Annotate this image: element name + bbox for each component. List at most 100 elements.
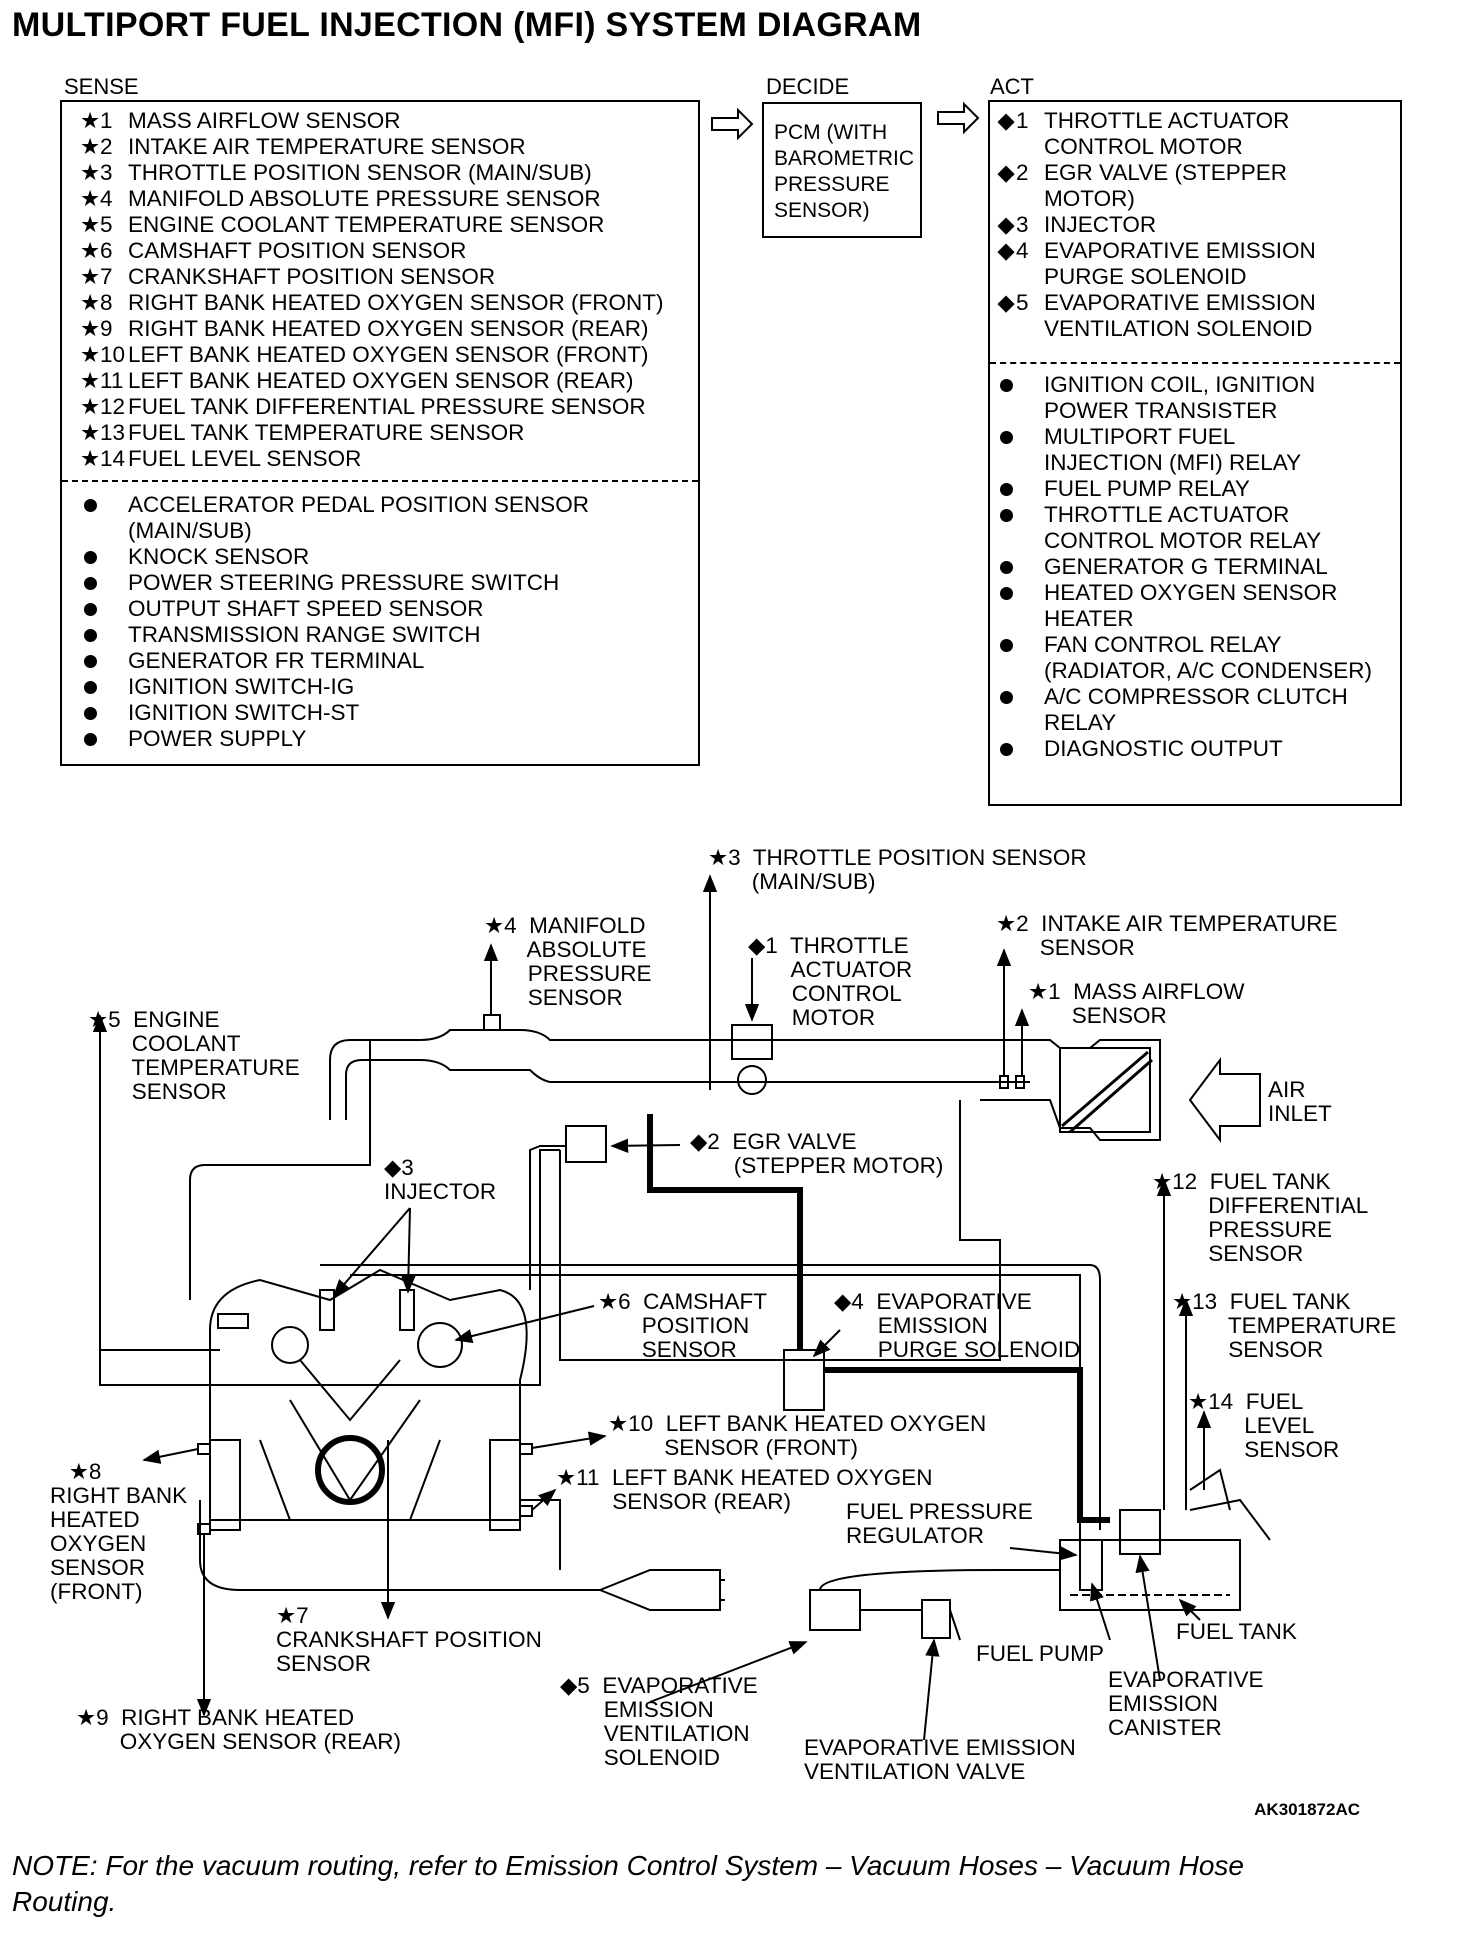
throttle-motor-body <box>731 1024 773 1060</box>
diamond-icon: ◆ <box>997 290 1015 315</box>
star-icon: ★ <box>80 186 101 211</box>
sense-item-label: MANIFOLD ABSOLUTE PRESSURE SENSOR <box>128 186 601 211</box>
star-icon: ★ <box>80 264 101 289</box>
label-rbf: ★8 RIGHT BANK HEATED OXYGEN SENSOR (FRON… <box>50 1459 188 1604</box>
sense-input-item: (MAIN/SUB) <box>80 518 252 544</box>
pointer-purge <box>812 1329 841 1358</box>
arrow-rbf <box>142 1448 199 1464</box>
act-item-label: CONTROL MOTOR <box>1044 134 1243 159</box>
bullet-icon <box>80 622 100 648</box>
act-output-item: HEATED OXYGEN SENSOR <box>996 580 1337 606</box>
label-tps: ★3 THROTTLE POSITION SENSOR (MAIN/SUB) <box>708 845 1087 894</box>
bullet-icon <box>996 476 1016 502</box>
sense-input-item: OUTPUT SHAFT SPEED SENSOR <box>80 596 484 622</box>
pointer-fuel-pump <box>1090 1582 1111 1641</box>
o2-lb-rear-body <box>519 1505 533 1517</box>
act-output-label: FUEL PUMP RELAY <box>1044 476 1250 501</box>
label-ftdp: ★12 FUEL TANK DIFFERENTIAL PRESSURE SENS… <box>1152 1169 1369 1266</box>
air-inlet-arrow <box>1188 1057 1261 1143</box>
sense-item-number: 14 <box>100 446 126 471</box>
act-output-label: INJECTION (MFI) RELAY <box>1044 450 1302 475</box>
sense-input-item: GENERATOR FR TERMINAL <box>80 648 424 674</box>
sense-item-number: 7 <box>100 264 113 289</box>
evap-line <box>559 1100 1001 1361</box>
star-icon: ★ <box>80 290 101 315</box>
label-canister: EVAPORATIVE EMISSION CANISTER <box>1108 1667 1264 1740</box>
sense-input-label: OUTPUT SHAFT SPEED SENSOR <box>128 596 484 621</box>
bullet-icon <box>996 554 1016 580</box>
bullet-icon <box>996 684 1016 710</box>
vent-line <box>819 1569 1060 1641</box>
vent-solenoid-body <box>809 1589 861 1631</box>
label-ect: ★5 ENGINE COOLANT TEMPERATURE SENSOR <box>88 1007 300 1104</box>
label-lbf: ★10 LEFT BANK HEATED OXYGEN SENSOR (FRON… <box>608 1411 987 1460</box>
sense-item-number: 13 <box>100 420 126 445</box>
sense-item-label: LEFT BANK HEATED OXYGEN SENSOR (FRONT) <box>128 342 649 367</box>
label-fuel-tank: FUEL TANK <box>1176 1619 1297 1644</box>
act-output-item: GENERATOR G TERMINAL <box>996 554 1328 580</box>
act-item-label: VENTILATION SOLENOID <box>1044 316 1313 341</box>
label-fuel-pump: FUEL PUMP <box>976 1641 1104 1666</box>
purge-solenoid-body <box>783 1349 825 1411</box>
act-divider <box>990 362 1400 364</box>
act-item-label: EVAPORATIVE EMISSION <box>1044 238 1316 263</box>
act-output-item: POWER TRANSISTER <box>996 398 1277 424</box>
act-output-item: THROTTLE ACTUATOR <box>996 502 1289 528</box>
act-output-label: A/C COMPRESSOR CLUTCH <box>1044 684 1348 709</box>
pointer-vent-sol <box>649 1641 808 1703</box>
act-item-label: INJECTOR <box>1044 212 1157 237</box>
injector-right <box>319 1289 335 1331</box>
star-icon: ★ <box>80 316 101 341</box>
arrow-lbr <box>531 1488 557 1511</box>
act-output-label: HEATER <box>1044 606 1134 631</box>
act-output-label: THROTTLE ACTUATOR <box>1044 502 1290 527</box>
act-output-item: A/C COMPRESSOR CLUTCH <box>996 684 1348 710</box>
bullet-icon <box>996 632 1016 658</box>
sense-heading: SENSE <box>64 74 139 99</box>
label-fls: ★14 FUEL LEVEL SENSOR <box>1188 1389 1340 1462</box>
bullet-icon <box>80 596 100 622</box>
act-output-item: IGNITION COIL, IGNITION <box>996 372 1315 398</box>
evap-canister-body <box>1119 1509 1161 1555</box>
sense-input-label: TRANSMISSION RANGE SWITCH <box>128 622 481 647</box>
star-icon: ★ <box>80 342 101 367</box>
act-output-label: MULTIPORT FUEL <box>1044 424 1236 449</box>
camshaft-sprocket <box>417 1322 463 1368</box>
pointer-egr <box>610 1138 681 1153</box>
right-camshaft-sprocket <box>271 1326 309 1364</box>
pointer-cmp <box>454 1305 595 1344</box>
arrow-ect <box>92 1014 220 1351</box>
pointer-vent-valve <box>923 1638 940 1741</box>
sense-item-number: 5 <box>100 212 113 237</box>
star-icon: ★ <box>80 108 101 133</box>
star-icon: ★ <box>80 446 101 471</box>
figure-code: AK301872AC <box>1254 1800 1360 1819</box>
diamond-icon: ◆ <box>997 108 1015 133</box>
fuel-tank-body <box>1059 1539 1241 1611</box>
fuel-level-float <box>1189 1468 1271 1541</box>
air-filter-element <box>1061 1050 1153 1134</box>
fuel-supply-line <box>320 1264 1101 1530</box>
label-injector: ◆3 INJECTOR <box>384 1155 497 1204</box>
label-rbr: ★9 RIGHT BANK HEATED OXYGEN SENSOR (REAR… <box>76 1705 402 1754</box>
intake-duct-top <box>329 1029 1161 1141</box>
sense-item-label: ENGINE COOLANT TEMPERATURE SENSOR <box>128 212 605 237</box>
sense-input-label: IGNITION SWITCH-ST <box>128 700 360 725</box>
label-map: ★4 MANIFOLD ABSOLUTE PRESSURE SENSOR <box>484 913 652 1010</box>
sense-item-number: 12 <box>100 394 126 419</box>
act-output-label: (RADIATOR, A/C CONDENSER) <box>1044 658 1372 683</box>
sense-item-number: 1 <box>100 108 113 133</box>
label-ftt: ★13 FUEL TANK TEMPERATURE SENSOR <box>1172 1289 1397 1362</box>
pcm-line-1: PCM (WITH <box>774 121 888 144</box>
sense-item-label: FUEL LEVEL SENSOR <box>128 446 362 471</box>
bullet-icon <box>996 372 1016 398</box>
o2-rb-front-body <box>197 1443 211 1455</box>
